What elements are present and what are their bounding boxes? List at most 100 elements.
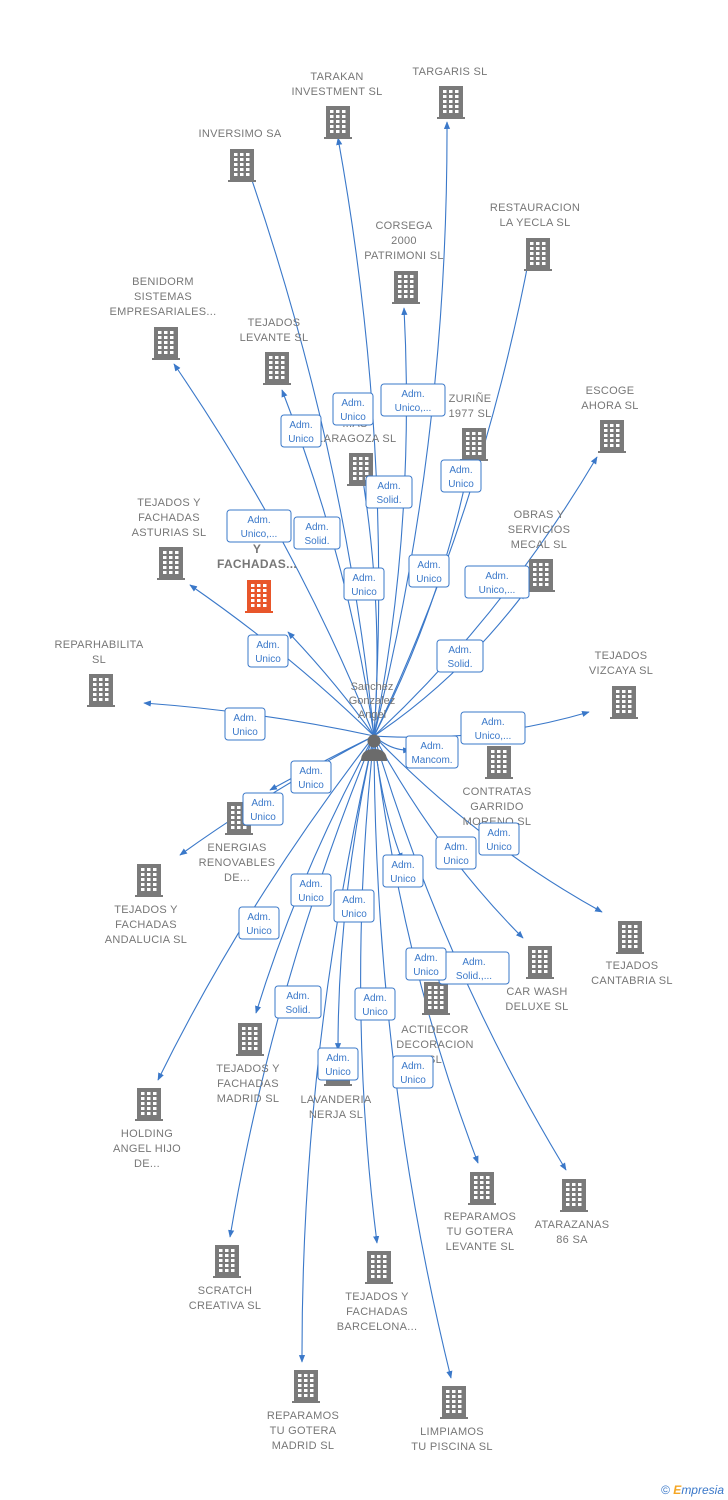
role-badge[interactable]: Adm.Unico bbox=[317, 1047, 359, 1081]
role-badge-box bbox=[405, 735, 459, 769]
role-badge-line: Adm. bbox=[444, 842, 467, 853]
role-badge-box bbox=[365, 475, 413, 509]
company-node-inversimo[interactable]: INVERSIMO SA bbox=[198, 128, 282, 182]
role-badge[interactable]: Adm.Unico bbox=[478, 822, 520, 856]
company-label-line: MECAL SL bbox=[511, 539, 567, 551]
role-badge[interactable]: Adm.Solid.,... bbox=[438, 951, 510, 985]
building-window bbox=[153, 1112, 157, 1115]
building-window bbox=[281, 366, 285, 369]
building-window bbox=[141, 1102, 145, 1105]
building-base bbox=[236, 1054, 264, 1056]
building-window bbox=[147, 878, 151, 881]
building-base bbox=[440, 1417, 468, 1419]
building-base bbox=[437, 117, 465, 119]
role-badge[interactable]: Adm.Unico,... bbox=[464, 565, 530, 599]
building-window bbox=[536, 252, 540, 255]
building-window bbox=[458, 1395, 462, 1398]
role-badge[interactable]: Adm.Unico bbox=[382, 854, 424, 888]
role-badge-line: Adm. bbox=[448, 645, 471, 656]
role-badge[interactable]: Adm.Unico bbox=[290, 760, 332, 794]
role-badge-line: Adm. bbox=[391, 860, 414, 871]
role-badge[interactable]: Adm.Unico,... bbox=[226, 509, 292, 543]
building-window bbox=[545, 583, 549, 586]
building-window bbox=[452, 1390, 456, 1393]
role-badge[interactable]: Adm.Unico bbox=[247, 634, 289, 668]
role-badge-text: Adm.Solid.,... bbox=[456, 957, 492, 982]
role-badge[interactable]: Adm.Unico bbox=[238, 906, 280, 940]
role-badge[interactable]: Adm.Unico bbox=[405, 947, 447, 981]
role-badge-text: Adm.Solid. bbox=[447, 645, 472, 670]
building-icon bbox=[440, 1386, 468, 1419]
role-badge[interactable]: Adm.Unico bbox=[343, 567, 385, 601]
edge-zurine bbox=[373, 461, 472, 737]
building-window bbox=[231, 821, 235, 824]
role-badge[interactable]: Adm.Solid. bbox=[293, 516, 341, 550]
building-base bbox=[616, 952, 644, 954]
role-badge[interactable]: Adm.Solid. bbox=[436, 639, 484, 673]
role-badge[interactable]: Adm.Unico bbox=[242, 792, 284, 826]
role-badge[interactable]: Adm.Solid. bbox=[365, 475, 413, 509]
company-node-targaris[interactable]: TARGARIS SL bbox=[412, 66, 487, 119]
building-window bbox=[428, 986, 432, 989]
role-badge[interactable]: Adm.Unico bbox=[354, 987, 396, 1021]
role-badge[interactable]: Adm.Unico bbox=[435, 836, 477, 870]
role-badge[interactable]: Adm.Unico bbox=[440, 459, 482, 493]
building-window bbox=[634, 945, 638, 948]
roles-layer: Adm.UnicoAdm.Unico,...Adm.UnicoAdm.Solid… bbox=[224, 383, 530, 1089]
building-window bbox=[616, 439, 620, 442]
edge-holding bbox=[157, 735, 375, 1081]
role-badge[interactable]: Adm.Unico bbox=[224, 707, 266, 741]
role-badge[interactable]: Adm.Unico bbox=[280, 414, 322, 448]
building-window bbox=[371, 1255, 375, 1258]
role-badge[interactable]: Adm.Unico bbox=[333, 889, 375, 923]
building-window bbox=[530, 257, 534, 260]
role-badge[interactable]: Adm.Unico,... bbox=[380, 383, 446, 417]
building-window bbox=[169, 561, 173, 564]
building-window bbox=[536, 247, 540, 250]
building-window bbox=[410, 275, 414, 278]
building-window bbox=[254, 1047, 258, 1050]
role-badge[interactable]: Adm.Unico,... bbox=[460, 711, 526, 745]
company-label-line: TARGARIS SL bbox=[412, 66, 487, 78]
role-badge[interactable]: Adm.Unico bbox=[392, 1055, 434, 1089]
company-label-line: ...ARAGOZA SL bbox=[314, 433, 397, 445]
role-badge-box bbox=[247, 634, 289, 668]
role-badge[interactable]: Adm.Unico bbox=[290, 873, 332, 907]
role-badge[interactable]: Adm.Solid. bbox=[274, 985, 322, 1019]
building-window bbox=[219, 1264, 223, 1267]
role-badge[interactable]: Adm.Unico bbox=[408, 554, 450, 588]
building-window bbox=[105, 698, 109, 701]
role-badge[interactable]: Adm.Unico bbox=[332, 392, 374, 426]
building-window bbox=[163, 566, 167, 569]
building-base bbox=[225, 833, 253, 835]
company-label-line: ANDALUCIA SL bbox=[105, 934, 187, 946]
role-badge[interactable]: Adm.Mancom. bbox=[405, 735, 459, 769]
building-window bbox=[153, 1092, 157, 1095]
building-window bbox=[359, 467, 363, 470]
